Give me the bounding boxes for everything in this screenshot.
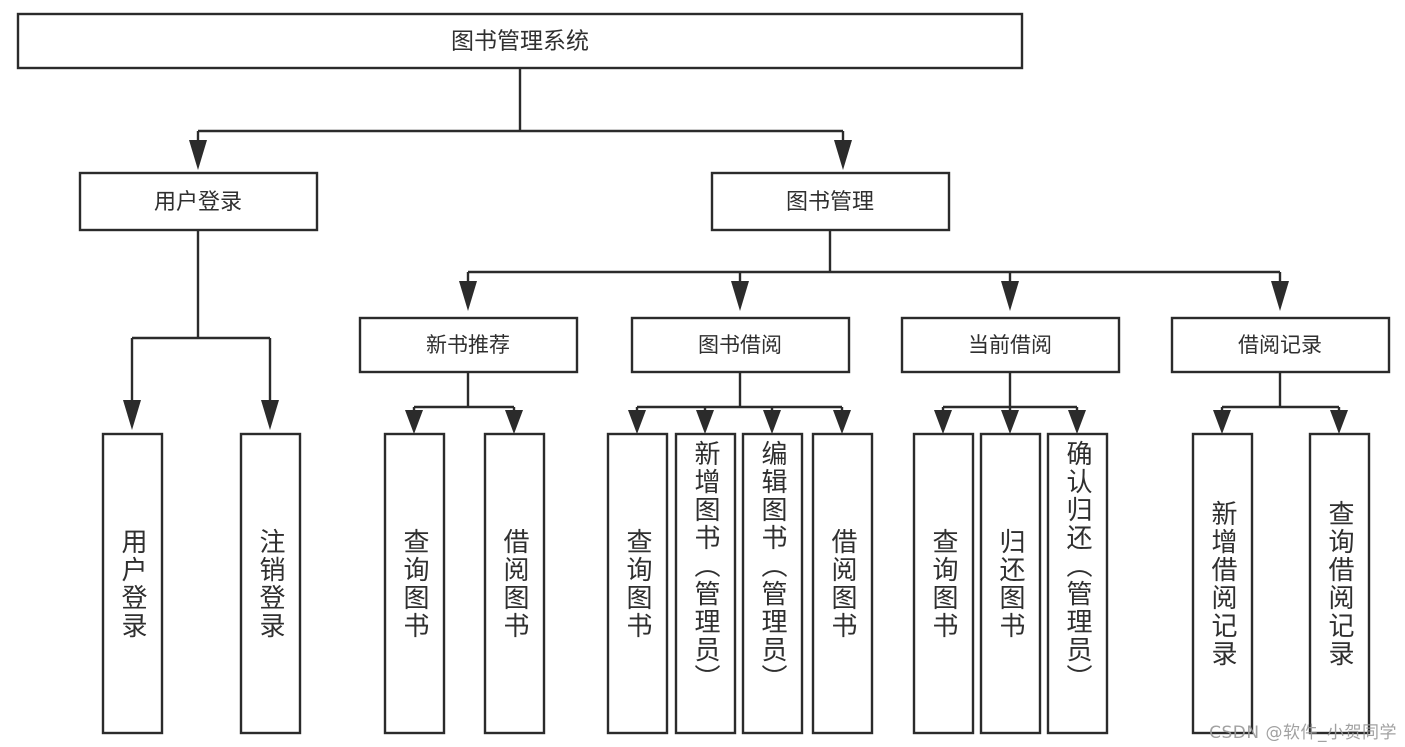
arrow-head-icon (731, 281, 749, 311)
arrow-head-icon (833, 410, 851, 434)
node-book-management[interactable]: 图书管理 (710, 171, 951, 232)
connector-current-borrow-to-leaves (934, 372, 1086, 434)
arrow-head-icon (1001, 410, 1019, 434)
connector-user-login-to-leaves (123, 230, 279, 430)
current-borrow-label: 当前借阅 (968, 333, 1052, 357)
leaf-user-logout-box[interactable] (239, 432, 302, 735)
arrow-head-icon (1271, 281, 1289, 311)
root-box[interactable] (16, 12, 1024, 70)
arrow-head-icon (934, 410, 952, 434)
connector-root-to-level1 (189, 68, 852, 170)
arrow-head-icon (834, 140, 852, 170)
connector-book-management-to-level2 (459, 230, 1289, 311)
leaf-add-book-box[interactable] (674, 432, 737, 735)
node-user-login[interactable]: 用户登录 (78, 171, 319, 232)
borrow-record-label: 借阅记录 (1238, 333, 1322, 357)
node-borrow-record[interactable]: 借阅记录 (1170, 316, 1391, 374)
leaf-query-book-3-box[interactable] (912, 432, 975, 735)
arrow-head-icon (1330, 410, 1348, 434)
arrow-head-icon (628, 410, 646, 434)
leaf-add-record-box[interactable] (1191, 432, 1254, 735)
arrow-head-icon (189, 140, 207, 170)
watermark-text: CSDN @软件_小贺同学 (1209, 723, 1397, 743)
leaf-borrow-book-2-box[interactable] (811, 432, 874, 735)
book-borrow-label: 图书借阅 (698, 333, 782, 357)
leaf-edit-book-box[interactable] (741, 432, 804, 735)
arrow-head-icon (505, 410, 523, 434)
connector-borrow-record-to-leaves (1213, 372, 1348, 434)
user-login-label: 用户登录 (154, 190, 242, 215)
arrow-head-icon (1213, 410, 1231, 434)
connector-new-book-recommend-to-leaves (405, 372, 523, 434)
user-login-box[interactable] (78, 171, 319, 232)
new-book-recommend-box[interactable] (358, 316, 579, 374)
arrow-head-icon (763, 410, 781, 434)
leaf-query-record-box[interactable] (1308, 432, 1371, 735)
connector-book-borrow-to-leaves (628, 372, 851, 434)
arrow-head-icon (1068, 410, 1086, 434)
node-current-borrow[interactable]: 当前借阅 (900, 316, 1121, 374)
leaf-confirm-return-box[interactable] (1046, 432, 1109, 735)
node-new-book-recommend[interactable]: 新书推荐 (358, 316, 579, 374)
arrow-head-icon (123, 400, 141, 430)
leaf-query-book-2-box[interactable] (606, 432, 669, 735)
leaf-borrow-book-1-box[interactable] (483, 432, 546, 735)
arrow-head-icon (696, 410, 714, 434)
leaf-user-login-box[interactable] (101, 432, 164, 735)
current-borrow-box[interactable] (900, 316, 1121, 374)
node-book-borrow[interactable]: 图书借阅 (630, 316, 851, 374)
leaf-query-book-1-box[interactable] (383, 432, 446, 735)
arrow-head-icon (261, 400, 279, 430)
arrow-head-icon (405, 410, 423, 434)
new-book-recommend-label: 新书推荐 (426, 333, 510, 357)
node-root[interactable]: 图书管理系统 (16, 12, 1024, 70)
root-label: 图书管理系统 (451, 29, 589, 55)
arrow-head-icon (459, 281, 477, 311)
book-management-label: 图书管理 (786, 190, 874, 215)
arrow-head-icon (1001, 281, 1019, 311)
leaf-return-book-box[interactable] (979, 432, 1042, 735)
